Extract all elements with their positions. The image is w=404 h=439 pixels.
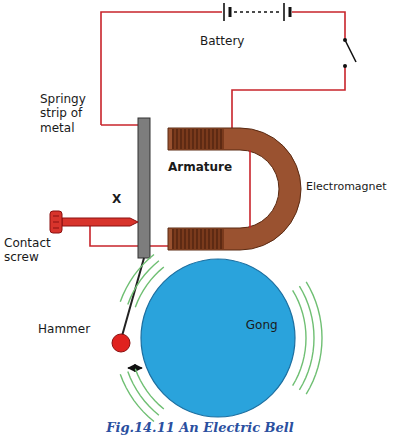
sound-wave: [120, 374, 154, 421]
part-label: Springy strip of metal: [40, 92, 96, 135]
circuit-wire: [90, 12, 345, 250]
motion-arrow: [128, 367, 142, 368]
gong-disc: [141, 259, 295, 417]
callout-mark: X: [112, 192, 128, 206]
contact-screw: [50, 211, 138, 233]
coil-winding: [172, 229, 224, 249]
hammer-head: [112, 334, 130, 352]
label-text: Battery: [200, 34, 270, 48]
battery-symbol: [224, 3, 290, 21]
figure-caption: Fig.14.11 An Electric Bell: [106, 420, 293, 435]
part-label: Armature: [168, 160, 238, 174]
coil-winding: [172, 129, 224, 149]
coil-wire: [249, 150, 251, 228]
part-label: Electromagnet: [306, 180, 402, 193]
sound-wave: [306, 282, 322, 394]
gong-shape: Gong: [140, 258, 296, 418]
node-label: Gong: [246, 318, 278, 332]
armature-strip: [138, 118, 150, 258]
gong-outline: [140, 258, 296, 418]
hammer-rod: [122, 258, 144, 336]
part-label: Contact screw: [4, 236, 56, 265]
part-label: Hammer: [38, 322, 102, 336]
sound-wave: [299, 286, 314, 390]
sound-waves: [120, 254, 322, 421]
switch-symbol: [343, 38, 356, 68]
electromagnet-core: [168, 128, 301, 250]
sound-wave: [120, 254, 154, 301]
